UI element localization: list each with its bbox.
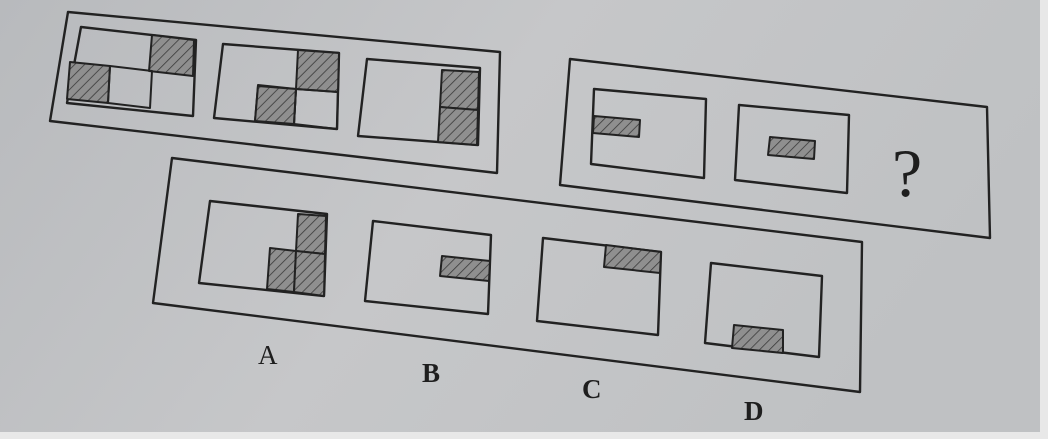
hatched-square <box>295 49 340 93</box>
question-mark: ? <box>892 135 922 211</box>
option-d-figure[interactable] <box>703 261 824 359</box>
hatched-bar <box>439 255 491 282</box>
hatched-square <box>439 69 480 111</box>
hatched-square <box>437 106 479 146</box>
options-frame <box>151 156 864 394</box>
square-outline <box>107 65 153 109</box>
hatched-square <box>66 61 111 104</box>
question-set-1-frame <box>48 10 502 175</box>
hatched-bar <box>603 244 662 274</box>
right-edge-strip <box>1040 0 1048 439</box>
question-set-2-frame <box>558 57 992 240</box>
option-c-label: C <box>582 374 602 404</box>
question-set-2-figure-1 <box>589 87 708 180</box>
hatched-square <box>295 213 327 255</box>
option-a-label: A <box>258 340 278 370</box>
question-set-2-figure-2 <box>733 103 851 195</box>
option-b-figure[interactable] <box>363 219 493 316</box>
option-b-label: B <box>422 358 440 388</box>
option-d-label: D <box>744 396 764 426</box>
hatched-square <box>254 85 297 125</box>
hatched-square <box>293 250 326 297</box>
bottom-edge-strip <box>0 432 1048 439</box>
hatched-bar <box>731 324 784 354</box>
hatched-square <box>148 34 195 77</box>
hatched-bar <box>767 136 816 160</box>
square-outline <box>293 88 339 130</box>
hatched-bar <box>592 115 641 138</box>
hatched-square <box>266 247 297 293</box>
